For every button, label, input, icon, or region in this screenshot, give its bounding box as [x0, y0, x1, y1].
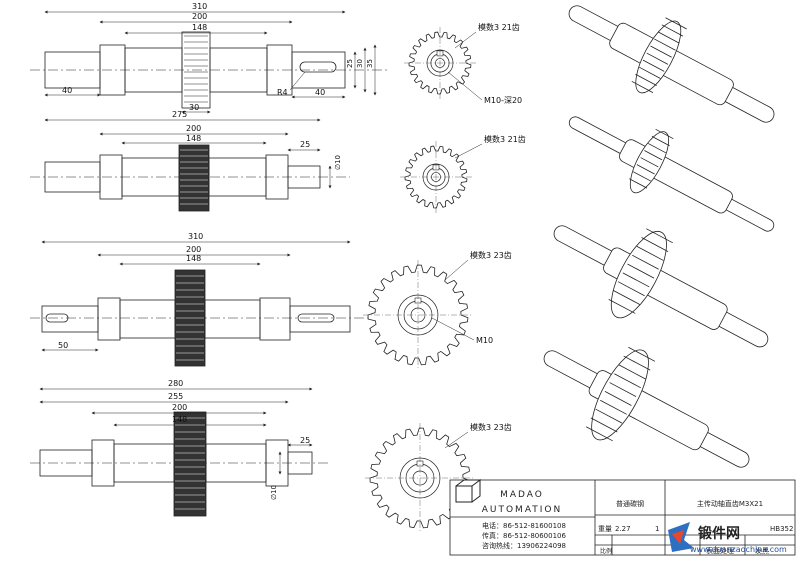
- gear-end-view-4: [365, 423, 475, 533]
- watermark-brand: 锻件网: [698, 525, 740, 542]
- gear-hub-circle: [431, 172, 441, 182]
- dim-right-end-1: 40: [315, 88, 325, 97]
- hardness: HB352: [770, 525, 793, 533]
- dim-middle-3: 200: [186, 245, 201, 254]
- gear-end-view-1: [404, 27, 476, 99]
- quantity: 1: [655, 525, 659, 533]
- dim-d1: 25: [346, 59, 354, 68]
- company-phone: 电话：86-512-81600108: [482, 521, 566, 530]
- company-fax: 传真：86-512-80600106: [482, 531, 566, 540]
- dim-overall-2: 275: [172, 110, 187, 119]
- scale-label: 比例: [600, 547, 612, 555]
- finish-label: 发黑: [755, 546, 769, 555]
- gear-teeth-view-2: [180, 149, 208, 205]
- gear-teeth-view-4: [175, 417, 205, 510]
- shaft-view-1: [30, 10, 390, 114]
- gear-label-2: 模数3 21齿: [484, 134, 526, 144]
- company-name-line2: AUTOMATION: [482, 505, 563, 515]
- dim-radius-1: R4: [277, 88, 288, 97]
- dim-gear-1: 148: [192, 23, 207, 32]
- gear-teeth-view-1: [184, 35, 208, 103]
- dim-middle-4: 200: [172, 403, 187, 412]
- dim-middle-1: 200: [192, 12, 207, 21]
- gear-note-1: M10-深20: [484, 96, 522, 105]
- title-block: [449, 479, 796, 556]
- gear-label-4: 模数3 23齿: [470, 422, 512, 432]
- dim-gear-width-1: 30: [189, 103, 199, 112]
- dim-overall-4: 280: [168, 379, 183, 388]
- gear-end-view-2: [400, 141, 472, 213]
- dim-gear-2: 148: [186, 134, 201, 143]
- dim-dia-4: ∅10: [270, 485, 278, 500]
- dim-left-end-3: 50: [58, 341, 68, 350]
- dim-gear-3: 148: [186, 254, 201, 263]
- dim-dia-2: ∅10: [334, 155, 342, 170]
- shaft-view-4: [30, 387, 330, 517]
- gear-label-1: 模数3 21齿: [478, 22, 520, 32]
- dim-overall-3: 310: [188, 232, 203, 241]
- gear-end-views: [363, 27, 476, 533]
- dim-step-2: 25: [300, 140, 310, 149]
- watermark-url: www.duanzaochina.com: [690, 545, 787, 554]
- dim-d2: 30: [356, 59, 364, 68]
- dim-overall-1: 310: [192, 2, 207, 11]
- gear-end-view-3: [363, 260, 473, 370]
- dim-gear-4: 148: [172, 415, 187, 424]
- company-hotline: 咨询热线：13906224098: [482, 541, 566, 550]
- dim-second-4: 255: [168, 392, 183, 401]
- isometric-shafts: [543, 5, 775, 468]
- company-name-line1: MADAO: [500, 490, 544, 500]
- gear-note-3: M10: [476, 336, 493, 345]
- weight-label: 重量: [598, 525, 612, 533]
- material: 普通碳钢: [616, 499, 644, 508]
- gear-teeth-view-3: [176, 275, 204, 361]
- part-name: 主传动轴直齿M3X21: [697, 499, 763, 508]
- dim-step-4: 25: [300, 436, 310, 445]
- dim-d3: 35: [366, 59, 374, 68]
- surface-label: 表面处理: [706, 546, 734, 555]
- dim-middle-2: 200: [186, 124, 201, 133]
- gear-label-3: 模数3 23齿: [470, 250, 512, 260]
- dim-left-end-1: 40: [62, 86, 72, 95]
- weight-value: 2.27: [615, 525, 631, 533]
- gear-hub-circle: [435, 58, 445, 68]
- watermark: 锻件网 www.duanzaochina.com: [668, 522, 787, 554]
